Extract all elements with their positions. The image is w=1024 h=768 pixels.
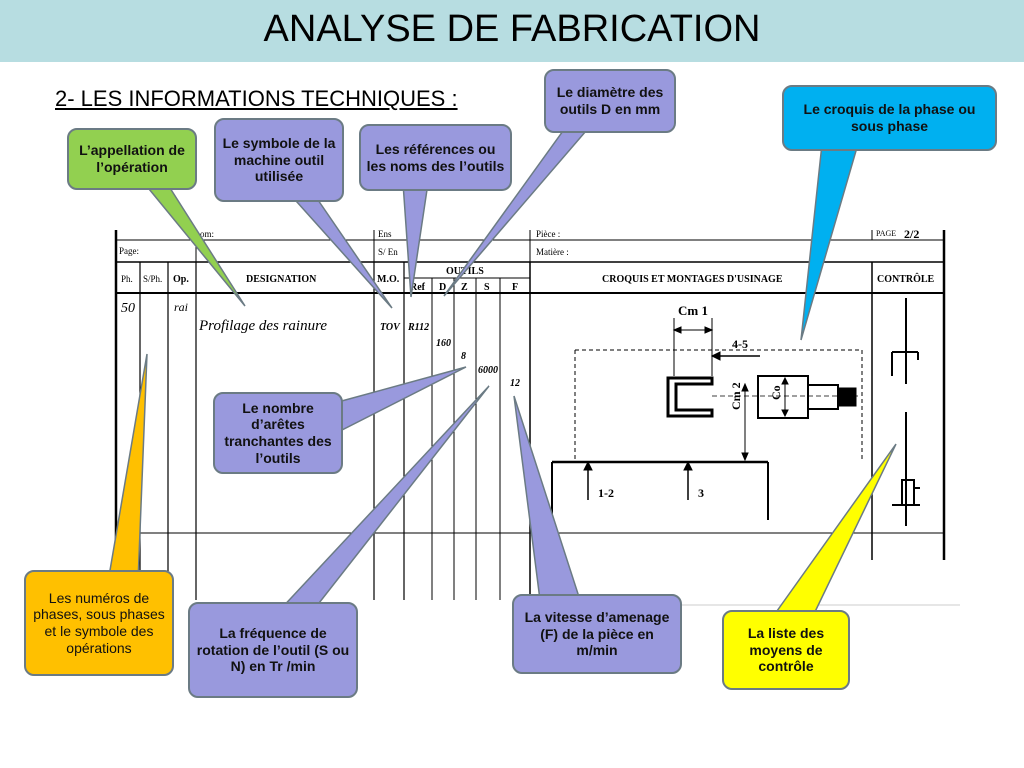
row-op: rai	[174, 300, 188, 314]
header-d: D	[439, 282, 446, 293]
callout-frequence: La fréquence de rotation de l’outil (S o…	[188, 602, 358, 698]
form-row: 50 rai Profilage des rainure TOV R112 16…	[121, 300, 520, 389]
row-ref: R112	[407, 322, 429, 333]
row-z: 8	[461, 351, 466, 362]
callout-controle: La liste des moyens de contrôle	[722, 610, 850, 690]
callout-diametre: Le diamètre des outils D en mm	[544, 69, 676, 133]
header-ref: Ref	[410, 282, 426, 293]
header-mo: M.O.	[377, 274, 400, 285]
sketch-co: Co	[769, 385, 783, 400]
header-op: Op.	[173, 274, 189, 285]
callout-vitesse: La vitesse d’amenage (F) de la pièce en …	[512, 594, 682, 674]
pointer-vitesse	[513, 395, 582, 601]
row-ph: 50	[121, 301, 135, 316]
form-page-label: Page:	[119, 246, 139, 256]
row-mo: TOV	[380, 322, 401, 333]
pointer-controle	[770, 443, 897, 619]
pointer-aretes	[337, 366, 467, 434]
pointer-numeros	[107, 353, 148, 583]
callout-appellation: L’appellation de l’opération	[67, 128, 197, 190]
header-z: Z	[461, 282, 468, 293]
header-designation: DESIGNATION	[246, 274, 317, 285]
form-ens-label: Ens	[378, 229, 392, 239]
callout-numeros: Les numéros de phases, sous phases et le…	[24, 570, 174, 676]
pointer-symbole-machine	[285, 190, 393, 309]
header-croquis: CROQUIS ET MONTAGES D'USINAGE	[602, 274, 783, 285]
sketch-dim3: 3	[698, 486, 704, 500]
callout-symbole-machine: Le symbole de la machine outil utilisée	[214, 118, 344, 202]
title-bar	[0, 0, 1024, 62]
sketch-dim45: 4-5	[732, 337, 748, 351]
row-f: 12	[510, 378, 520, 389]
section-subtitle: 2- LES INFORMATIONS TECHNIQUES :	[55, 86, 458, 111]
sketch-dim12: 1-2	[598, 486, 614, 500]
page-title: ANALYSE DE FABRICATION	[263, 8, 761, 50]
form-s-en-label: S/ En	[378, 247, 398, 257]
form-piece-label: Pièce :	[536, 229, 560, 239]
callout-aretes: Le nombre d’arêtes tranchantes des l’out…	[213, 392, 343, 474]
header-ph: Ph.	[121, 274, 133, 284]
machining-sketch	[551, 318, 863, 520]
header-s: S	[484, 282, 490, 293]
sketch-cm2: Cm 2	[729, 382, 743, 410]
form-matiere-label: Matière :	[536, 247, 569, 257]
sketch-cm1: Cm 1	[678, 303, 708, 318]
callout-references: Les références ou les noms des l’outils	[359, 124, 512, 191]
sketch-labels: Cm 1 4-5 Cm 2 Co 1-2 3	[598, 303, 783, 500]
form-page-num: 2/2	[904, 227, 919, 241]
control-instruments	[891, 298, 920, 526]
row-designation: Profilage des rainure	[198, 318, 327, 334]
header-controle: CONTRÔLE	[877, 272, 935, 285]
row-s: 6000	[478, 365, 498, 376]
row-d: 160	[436, 338, 451, 349]
header-sph: S/Ph.	[143, 274, 162, 284]
form-page-top-label: PAGE	[876, 229, 896, 238]
callout-pointers	[107, 123, 897, 619]
header-f: F	[512, 282, 518, 293]
callout-croquis: Le croquis de la phase ou sous phase	[782, 85, 997, 151]
form-nom-label: om:	[200, 229, 214, 239]
pointer-croquis	[800, 143, 859, 341]
